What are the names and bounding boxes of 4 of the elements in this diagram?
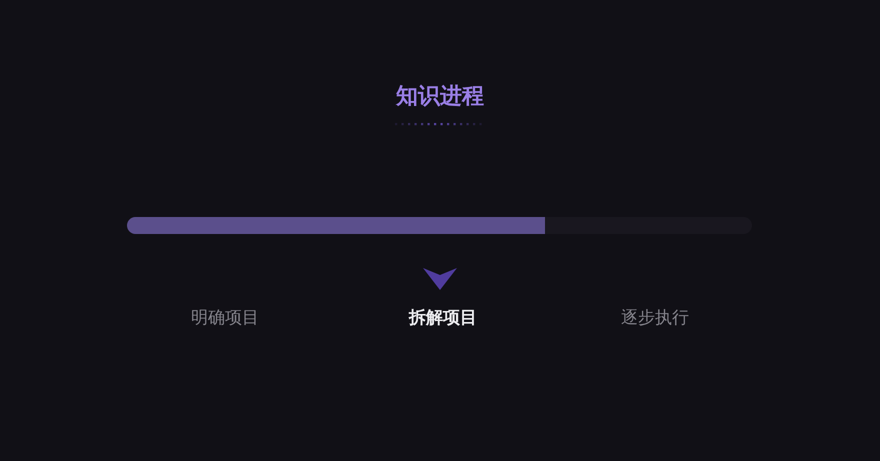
step-label: 逐步执行 [621,307,689,329]
step-label: 明确项目 [191,307,259,329]
current-step-label: 拆解项目 [409,307,477,329]
title-heading: 知识进程 [396,84,484,110]
